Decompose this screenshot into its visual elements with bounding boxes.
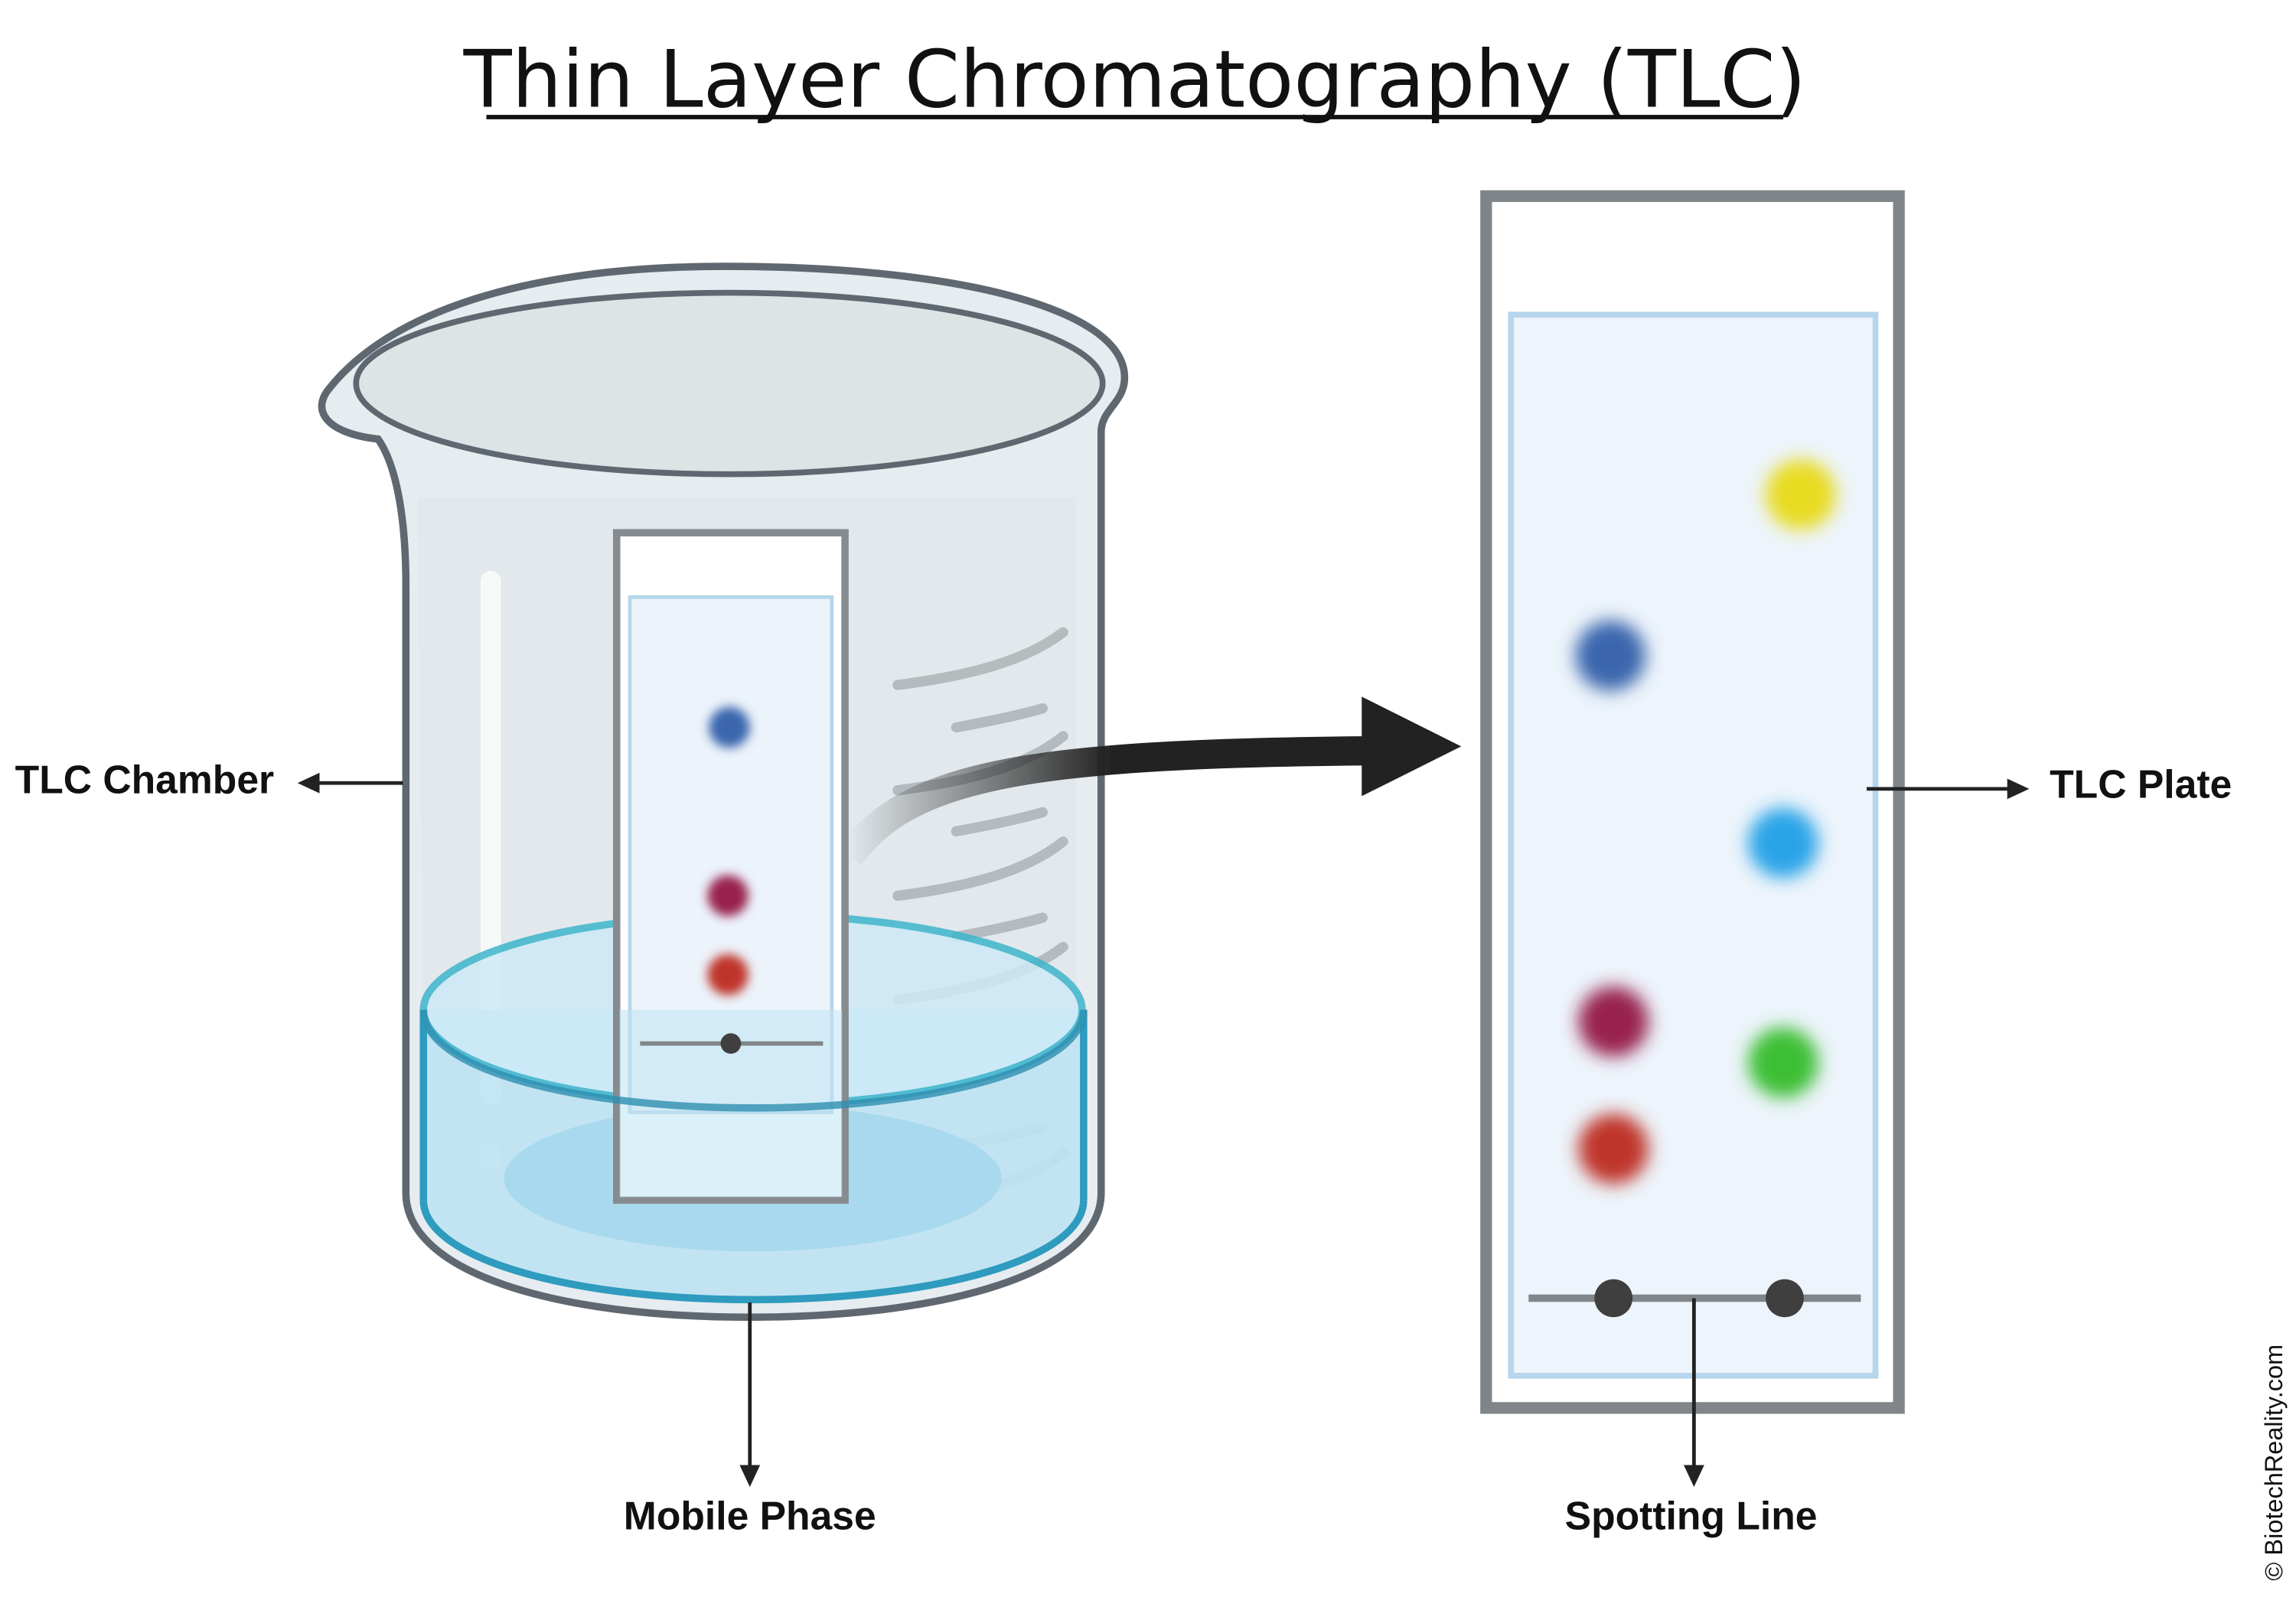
label-tlc-plate: TLC Plate — [2050, 761, 2232, 806]
sample-dot — [1766, 1279, 1804, 1318]
small-spot-red — [707, 953, 748, 996]
label-mobile-phase: Mobile Phase — [624, 1494, 876, 1538]
page-title: Thin Layer Chromatography (TLC) — [463, 34, 1806, 126]
spot-yellow — [1766, 459, 1836, 530]
spot-cyan — [1748, 807, 1818, 878]
spot-maroon — [1578, 986, 1649, 1057]
spot-red — [1578, 1113, 1649, 1185]
small-spot-maroon — [707, 875, 748, 917]
tlc-chamber-beaker — [318, 262, 1129, 1322]
label-arrows — [297, 772, 2030, 1488]
spot-green — [1748, 1027, 1818, 1098]
zoom-arrow — [837, 696, 1462, 865]
small-tlc-plate — [419, 529, 1088, 1204]
label-tlc-chamber: TLC Chamber — [15, 758, 274, 802]
small-spot-blue — [709, 706, 750, 748]
copyright-notice: © BiotechReality.com — [2260, 1345, 2288, 1581]
sample-dot — [1594, 1279, 1633, 1318]
spot-blue — [1575, 620, 1646, 691]
large-tlc-plate — [1480, 190, 1905, 1414]
label-spotting-line: Spotting Line — [1565, 1494, 1818, 1538]
